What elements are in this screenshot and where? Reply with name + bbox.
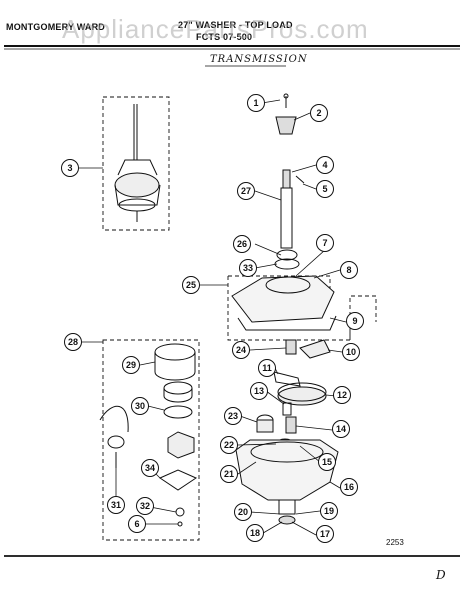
callout-27[interactable]: 27 — [237, 182, 255, 200]
watermark: AppliancePartsPros.com — [62, 14, 369, 44]
callout-14[interactable]: 14 — [332, 420, 350, 438]
pinion-and-cam-illustration — [273, 339, 331, 387]
callout-34[interactable]: 34 — [141, 459, 159, 477]
callout-7[interactable]: 7 — [316, 234, 334, 252]
callout-23[interactable]: 23 — [224, 407, 242, 425]
seal-kit-illustration — [99, 343, 198, 527]
callout-12[interactable]: 12 — [333, 386, 351, 404]
callout-4[interactable]: 4 — [316, 156, 334, 174]
callout-6[interactable]: 6 — [128, 515, 146, 533]
callout-11[interactable]: 11 — [258, 359, 276, 377]
section-title: TRANSMISSION — [210, 54, 308, 65]
brand-label: MONTGOMERY WARD — [6, 22, 105, 32]
screw-cap-illustration — [275, 93, 297, 135]
callout-26[interactable]: 26 — [233, 235, 251, 253]
callout-20[interactable]: 20 — [234, 503, 252, 521]
callout-9[interactable]: 9 — [346, 312, 364, 330]
agitator-shaft-illustration — [274, 169, 305, 270]
leader-lines — [79, 99, 347, 537]
callout-18[interactable]: 18 — [246, 524, 264, 542]
callout-16[interactable]: 16 — [340, 478, 358, 496]
callout-28[interactable]: 28 — [64, 333, 82, 351]
callout-5[interactable]: 5 — [316, 180, 334, 198]
figure-number: 2253 — [386, 538, 404, 547]
callout-19[interactable]: 19 — [320, 502, 338, 520]
callout-2[interactable]: 2 — [310, 104, 328, 122]
callout-10[interactable]: 10 — [342, 343, 360, 361]
model-description: 27" WASHER - TOP LOAD — [178, 20, 293, 30]
dashed-box-28 — [102, 339, 200, 541]
dashed-box-3 — [102, 96, 170, 231]
gear-case-cover-illustration — [231, 275, 337, 331]
callout-29[interactable]: 29 — [122, 356, 140, 374]
corner-mark: D — [436, 568, 447, 582]
callout-13[interactable]: 13 — [250, 382, 268, 400]
main-gear-illustration — [277, 382, 327, 406]
callout-32[interactable]: 32 — [136, 497, 154, 515]
transmission-assembly-illustration — [114, 104, 161, 222]
callout-1[interactable]: 1 — [247, 94, 265, 112]
callout-30[interactable]: 30 — [131, 397, 149, 415]
model-code: FCTS 07-500 — [196, 32, 253, 42]
callout-31[interactable]: 31 — [107, 496, 125, 514]
callout-3[interactable]: 3 — [61, 159, 79, 177]
callout-33[interactable]: 33 — [239, 259, 257, 277]
callout-25[interactable]: 25 — [182, 276, 200, 294]
callout-15[interactable]: 15 — [318, 453, 336, 471]
callout-21[interactable]: 21 — [220, 465, 238, 483]
callout-8[interactable]: 8 — [340, 261, 358, 279]
callout-24[interactable]: 24 — [232, 341, 250, 359]
callout-22[interactable]: 22 — [220, 436, 238, 454]
callout-17[interactable]: 17 — [316, 525, 334, 543]
